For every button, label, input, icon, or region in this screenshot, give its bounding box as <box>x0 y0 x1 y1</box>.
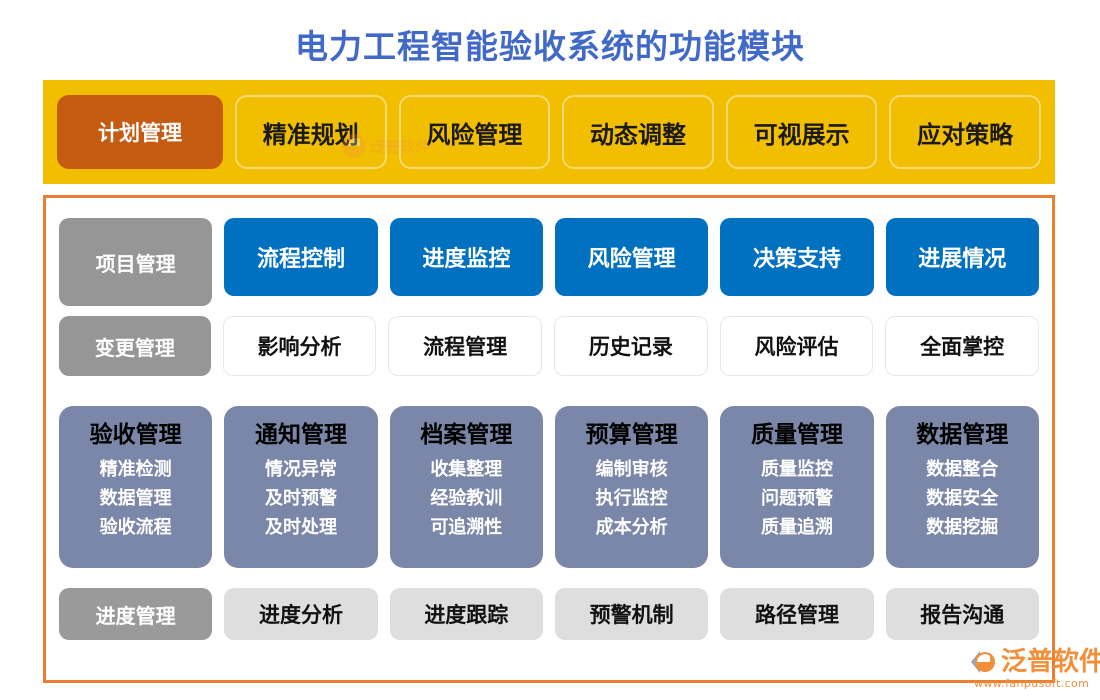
cell-blue-2[interactable]: 进度监控 <box>389 218 543 296</box>
cell-blue-3-label: 风险管理 <box>587 247 676 272</box>
card-6-item-3: 数据挖掘 <box>926 517 999 538</box>
card-2-item-3: 及时处理 <box>264 517 337 538</box>
card-3-item-2: 经验教训 <box>430 488 503 509</box>
card-3-item-3: 可追溯性 <box>430 517 503 538</box>
card-6-item-2: 数据安全 <box>926 488 999 509</box>
card-4-title: 预算管理 <box>585 422 678 448</box>
cell-blue-1-label: 流程控制 <box>256 247 345 272</box>
cell-white-5-label: 全面掌控 <box>920 335 1005 359</box>
cell-gray-2[interactable]: 进度跟踪 <box>389 588 543 640</box>
card-2-title: 通知管理 <box>254 422 347 448</box>
card-2-item-1: 情况异常 <box>264 459 337 480</box>
cell-blue-5[interactable]: 进展情况 <box>885 218 1039 296</box>
row-module-cards: 验收管理 精准检测 数据管理 验收流程 通知管理 情况异常 及时预警 及时处理 … <box>59 406 1039 568</box>
row-white-lead-cell[interactable]: 变更管理 <box>59 316 211 376</box>
card-quality-management[interactable]: 质量管理 质量监控 问题预警 质量追溯 <box>720 406 874 568</box>
header-chip-4[interactable]: 可视展示 <box>725 95 878 169</box>
card-4-item-1: 编制审核 <box>595 459 668 480</box>
header-chip-2-label: 风险管理 <box>426 120 523 149</box>
cell-blue-4[interactable]: 决策支持 <box>720 218 874 296</box>
card-budget-management[interactable]: 预算管理 编制审核 执行监控 成本分析 <box>554 406 709 568</box>
header-chip-3-label: 动态调整 <box>589 120 686 149</box>
card-3-title: 档案管理 <box>420 422 513 448</box>
cell-white-4[interactable]: 风险评估 <box>719 316 874 376</box>
cell-white-4-label: 风险评估 <box>754 335 839 359</box>
card-4-item-2: 执行监控 <box>595 488 668 509</box>
card-1-title: 验收管理 <box>89 422 182 448</box>
card-3-item-1: 收集整理 <box>430 459 503 480</box>
row-change-management: 变更管理 影响分析 流程管理 历史记录 风险评估 全面掌控 <box>59 316 1040 376</box>
card-6-item-1: 数据整合 <box>926 459 999 480</box>
cell-blue-1[interactable]: 流程控制 <box>224 218 378 296</box>
cell-white-2-label: 流程管理 <box>423 335 508 359</box>
header-chip-active-label: 计划管理 <box>98 121 182 145</box>
cell-gray-4[interactable]: 路径管理 <box>720 588 874 640</box>
card-5-item-1: 质量监控 <box>760 459 833 480</box>
card-archive-management[interactable]: 档案管理 收集整理 经验教训 可追溯性 <box>389 406 543 568</box>
cell-gray-1[interactable]: 进度分析 <box>224 588 378 640</box>
card-1-item-2: 数据管理 <box>99 488 172 509</box>
card-6-title: 数据管理 <box>916 422 1009 448</box>
card-notification-management[interactable]: 通知管理 情况异常 及时预警 及时处理 <box>224 406 378 568</box>
row-white-lead-label: 变更管理 <box>94 335 175 360</box>
header-chip-4-label: 可视展示 <box>753 120 850 149</box>
header-chip-1[interactable]: 精准规划 <box>235 95 387 169</box>
cell-blue-2-label: 进度监控 <box>422 247 511 272</box>
header-chip-5[interactable]: 应对策略 <box>889 95 1041 169</box>
brand-url: www.fanpusoft.com <box>974 677 1090 690</box>
card-5-item-3: 质量追溯 <box>760 517 833 538</box>
cell-gray-5-label: 报告沟通 <box>920 603 1005 627</box>
brand-logo-row: 泛普软件 <box>968 648 1100 676</box>
row-gray-lead-label: 进度管理 <box>95 603 176 628</box>
cell-gray-4-label: 路径管理 <box>754 603 839 627</box>
card-5-title: 质量管理 <box>750 422 843 448</box>
row-schedule-management: 进度管理 进度分析 进度跟踪 预警机制 路径管理 报告沟通 <box>59 588 1039 640</box>
cell-blue-5-label: 进展情况 <box>918 247 1007 272</box>
brand-name: 泛普软件 <box>1001 647 1100 677</box>
row-blue-lead-label: 项目管理 <box>95 251 176 276</box>
fanpu-logo-icon <box>971 651 995 673</box>
cell-white-3[interactable]: 历史记录 <box>554 316 708 376</box>
card-2-item-2: 及时预警 <box>264 488 337 509</box>
header-chip-active[interactable]: 计划管理 <box>57 95 223 169</box>
page-title: 电力工程智能验收系统的功能模块 <box>295 27 805 66</box>
row-project-management: 项目管理 流程控制 进度监控 风险管理 决策支持 进展情况 <box>59 218 1039 306</box>
header-chip-5-label: 应对策略 <box>917 120 1014 149</box>
cell-white-5[interactable]: 全面掌控 <box>885 316 1040 376</box>
cell-blue-4-label: 决策支持 <box>752 247 841 272</box>
brand-logo: 泛普软件 www.fanpusoft.com <box>968 648 1100 690</box>
cell-gray-3[interactable]: 预警机制 <box>554 588 709 640</box>
cell-white-3-label: 历史记录 <box>588 335 673 359</box>
cell-gray-3-label: 预警机制 <box>589 603 674 627</box>
card-5-item-2: 问题预警 <box>760 488 833 509</box>
card-4-item-3: 成本分析 <box>595 517 668 538</box>
header-toolbar: 计划管理 精准规划 风险管理 动态调整 可视展示 应对策略 <box>43 80 1055 184</box>
card-acceptance-management[interactable]: 验收管理 精准检测 数据管理 验收流程 <box>59 406 213 568</box>
card-1-item-3: 验收流程 <box>99 517 172 538</box>
cell-blue-3[interactable]: 风险管理 <box>554 218 709 296</box>
header-chip-3[interactable]: 动态调整 <box>562 95 714 169</box>
cell-white-2[interactable]: 流程管理 <box>388 316 543 376</box>
cell-white-1[interactable]: 影响分析 <box>222 316 377 376</box>
cell-gray-2-label: 进度跟踪 <box>424 603 509 627</box>
card-1-item-1: 精准检测 <box>99 459 172 480</box>
cell-gray-1-label: 进度分析 <box>258 603 343 627</box>
content-frame: 项目管理 流程控制 进度监控 风险管理 决策支持 进展情况 变更管理 影响分析 … <box>43 195 1055 683</box>
row-blue-lead-cell[interactable]: 项目管理 <box>59 218 213 306</box>
cell-white-1-label: 影响分析 <box>257 335 342 359</box>
header-chip-1-label: 精准规划 <box>262 120 359 149</box>
cell-gray-5[interactable]: 报告沟通 <box>885 588 1039 640</box>
card-data-management[interactable]: 数据管理 数据整合 数据安全 数据挖掘 <box>885 406 1039 568</box>
header-chip-2[interactable]: 风险管理 <box>398 95 551 169</box>
row-gray-lead-cell[interactable]: 进度管理 <box>59 588 213 640</box>
